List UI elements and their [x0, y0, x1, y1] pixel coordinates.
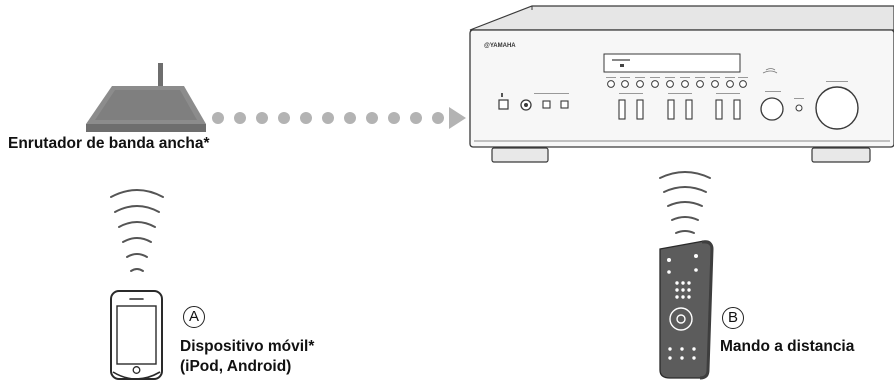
wireless-signal-icon-remote	[659, 171, 711, 234]
remote-control-icon	[659, 240, 714, 380]
receiver-foot-left	[491, 147, 549, 163]
mobile-device-icon	[110, 290, 163, 380]
connection-arrow-icon	[449, 107, 466, 129]
mobile-device-sublabel: (iPod, Android)	[180, 358, 292, 375]
router-label: Enrutador de banda ancha*	[8, 135, 210, 152]
mobile-device-label: Dispositivo móvil*	[180, 338, 315, 355]
volume-knob	[815, 86, 859, 130]
receiver-foot-right	[811, 147, 871, 163]
power-button	[498, 99, 509, 110]
tone-controls	[618, 99, 741, 120]
marker-a: A	[183, 306, 205, 328]
router-icon	[86, 63, 206, 132]
display-window	[603, 53, 741, 73]
remote-control-label: Mando a distancia	[720, 338, 855, 355]
network-receiver: @YAMAHA	[469, 5, 894, 163]
balance-knob	[760, 97, 784, 121]
wireless-signal-icon-mobile	[110, 189, 164, 272]
marker-b: B	[722, 307, 744, 329]
input-selector-buttons	[607, 80, 747, 88]
network-connection-dots	[212, 112, 444, 124]
brand-logo: @YAMAHA	[484, 43, 516, 49]
